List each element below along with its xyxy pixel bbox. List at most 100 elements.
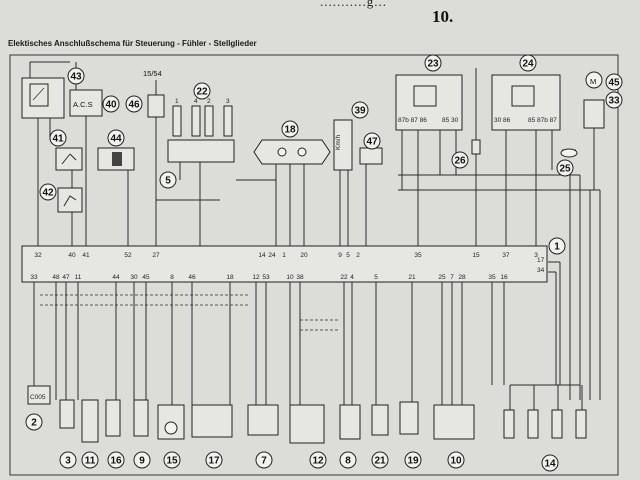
ecu-bottom-pin: 11 — [75, 274, 82, 281]
component-number-label: 2 — [31, 418, 37, 429]
component-number-46: 46 — [125, 95, 143, 113]
ecu-bottom-pin: 18 — [226, 274, 234, 281]
ecu-top-pin: 32 — [34, 252, 42, 259]
motor-45-label: M — [590, 77, 596, 86]
component-number-1: 1 — [548, 237, 566, 255]
ecu-top-pin: 52 — [124, 252, 132, 259]
component-47-box — [359, 147, 383, 165]
component-33-box — [583, 99, 605, 129]
component-39-box — [333, 119, 353, 171]
component-16-body — [105, 399, 121, 437]
component-number-44: 44 — [107, 129, 125, 147]
component-number-label: 33 — [608, 96, 620, 107]
component-number-label: 43 — [70, 72, 82, 83]
component-number-label: 8 — [345, 456, 351, 467]
component-41-box — [55, 147, 83, 171]
relay-24-pins-right: 85 87b 87 — [528, 117, 557, 124]
ecu-top-pin: 35 — [414, 252, 422, 259]
ecu-bottom-pin: 35 — [488, 274, 496, 281]
ecu-side-pin-17: 17 — [537, 257, 545, 264]
component-number-label: 26 — [454, 156, 466, 167]
ecu-top-pin: 5 — [346, 252, 350, 259]
component-number-40: 40 — [102, 95, 120, 113]
component-number-10: 10 — [447, 451, 465, 469]
component-number-41: 41 — [49, 129, 67, 147]
ecu-bottom-pin: 21 — [408, 274, 416, 281]
component-number-19: 19 — [404, 451, 422, 469]
component-42-box — [57, 187, 83, 213]
component-number-label: 15 — [166, 456, 178, 467]
component-19-body — [399, 401, 419, 435]
ecu-bottom-pin: 45 — [142, 274, 150, 281]
component-number-label: 18 — [284, 125, 296, 136]
ecu-bottom-pin: 4 — [350, 274, 354, 281]
ecu-top-pin: 24 — [268, 252, 276, 259]
spark-plug-pin-2: 2 — [207, 98, 211, 105]
component-number-23: 23 — [424, 54, 442, 72]
component-number-label: 39 — [354, 106, 366, 117]
relay-24-box — [491, 74, 561, 131]
component-number-label: 12 — [312, 456, 324, 467]
component-number-2: 2 — [25, 413, 43, 431]
component-number-39: 39 — [351, 101, 369, 119]
ecu-top-pin: 2 — [356, 252, 360, 259]
injector-group — [503, 384, 587, 439]
component-43-box — [21, 77, 65, 119]
ecu-top-pin: 27 — [152, 252, 160, 259]
component-number-label: 17 — [208, 456, 220, 467]
component-number-label: 46 — [128, 100, 140, 111]
motor-45 — [585, 71, 603, 89]
component-number-label: 16 — [110, 456, 122, 467]
ignition-switch-text: C005 — [30, 394, 46, 401]
component-number-label: 7 — [261, 456, 267, 467]
component-3-body — [59, 399, 75, 429]
component-5-box — [167, 139, 235, 163]
ecu-top-pin: 15 — [472, 252, 480, 259]
relay-23-pins-right: 85 30 — [442, 117, 459, 124]
header-top-text: ...........g... — [320, 0, 387, 9]
component-number-label: 41 — [52, 134, 64, 145]
component-number-9: 9 — [133, 451, 151, 469]
component-number-label: 40 — [105, 100, 117, 111]
relay-23-pins-left: 87b 87 86 — [398, 117, 427, 124]
component-number-label: 14 — [544, 459, 556, 470]
component-number-3: 3 — [59, 451, 77, 469]
component-number-label: 10 — [450, 456, 462, 467]
ecu-top-pin: 1 — [282, 252, 286, 259]
spark-plug-pin-4: 4 — [194, 98, 198, 105]
component-number-label: 21 — [374, 456, 386, 467]
ecu-bottom-pin: 12 — [252, 274, 260, 281]
ecu-bottom-pin: 28 — [458, 274, 466, 281]
ecu-bottom-pin: 30 — [130, 274, 138, 281]
ecu-bottom-pin: 5 — [374, 274, 378, 281]
component-number-12: 12 — [309, 451, 327, 469]
component-17-body — [191, 404, 233, 438]
component-number-7: 7 — [255, 451, 273, 469]
ecu-top-pin: 9 — [338, 252, 342, 259]
component-9-body — [133, 399, 149, 437]
ecu-bottom-pin: 47 — [62, 274, 70, 281]
ecu-bottom-pin: 33 — [30, 274, 38, 281]
component-number-label: 44 — [110, 134, 122, 145]
relay-24-pins-left: 30 86 — [494, 117, 511, 124]
component-number-17: 17 — [205, 451, 223, 469]
component-number-22: 22 — [193, 82, 211, 100]
ecu-bottom-pin: 8 — [170, 274, 174, 281]
spark-plug-pin-3: 3 — [226, 98, 230, 105]
component-number-label: 23 — [427, 59, 439, 70]
component-number-26: 26 — [451, 151, 469, 169]
component-number-label: 19 — [407, 456, 419, 467]
component-number-24: 24 — [519, 54, 537, 72]
acs-label: A.C.S — [73, 100, 93, 109]
ecu-bottom-pin: 44 — [112, 274, 120, 281]
component-12-body — [289, 404, 325, 444]
ecu-top-pin: 14 — [258, 252, 266, 259]
ecu-side-pin-34: 34 — [537, 267, 545, 274]
component-number-label: 1 — [554, 242, 560, 253]
component-46-box — [147, 94, 165, 118]
component-7-body — [247, 404, 279, 436]
component-number-47: 47 — [363, 132, 381, 150]
